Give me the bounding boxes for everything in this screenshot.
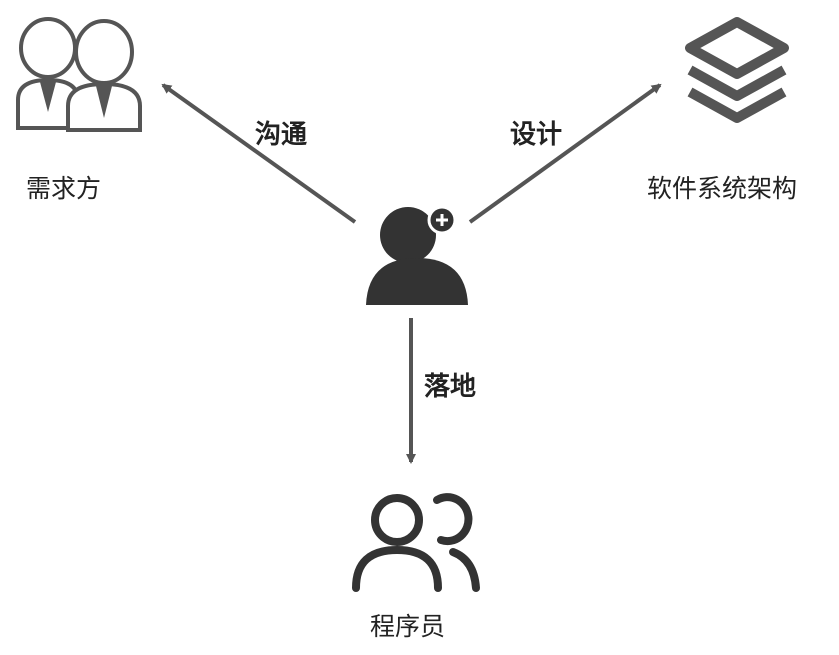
edge-label-design: 设计 [510,120,563,150]
user-add-icon [366,205,468,305]
user-group-icon [352,493,480,592]
node-label-architecture: 软件系统架构 [647,174,798,203]
arrow-to-stakeholder [161,83,357,224]
node-label-stakeholder: 需求方 [26,174,102,203]
arrow-to-architecture [468,83,662,224]
edge-label-communicate: 沟通 [255,120,308,150]
edge-label-implement: 落地 [424,372,477,402]
layers-icon [685,17,789,123]
business-people-icon [16,17,142,132]
node-label-programmer: 程序员 [370,612,446,641]
